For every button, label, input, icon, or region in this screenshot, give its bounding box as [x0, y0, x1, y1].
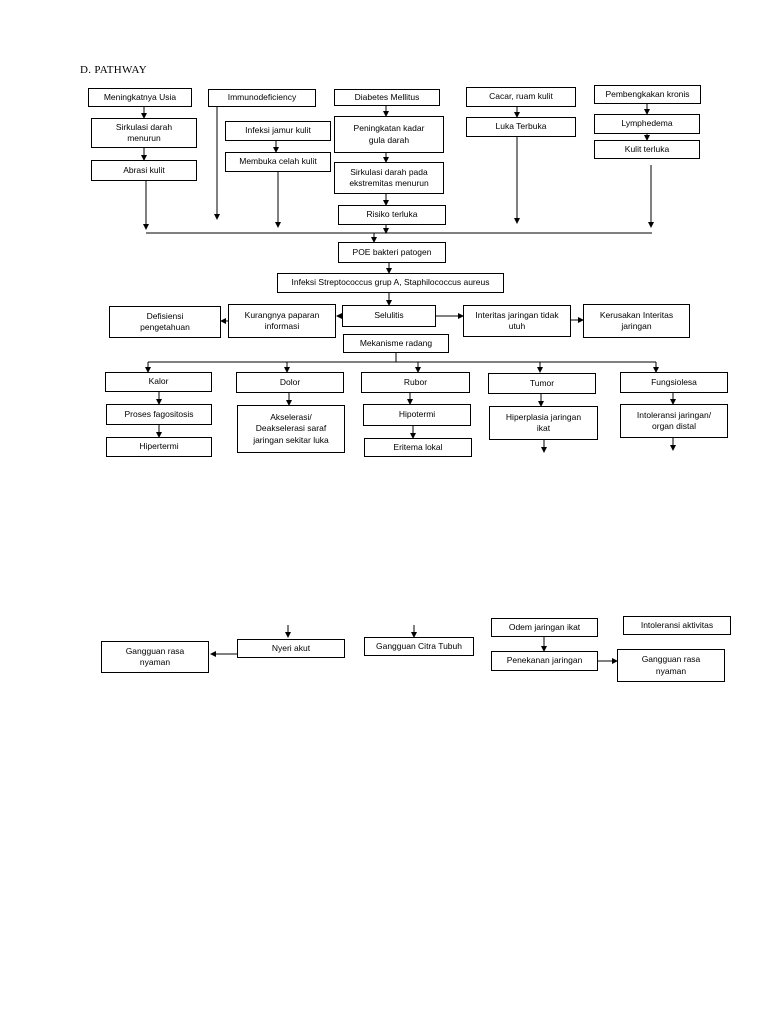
- node-interitas-jaringan-tidak-utuh: Interitas jaringan tidak utuh: [463, 305, 571, 337]
- page-heading: D. PATHWAY: [80, 64, 147, 76]
- node-defisiensi-pengetahuan: Defisiensi pengetahuan: [109, 306, 221, 338]
- node-kerusakan-interitas-jaringan: Kerusakan Interitas jaringan: [583, 304, 690, 338]
- node-peningkatan-gula-darah: Peningkatan kadar gula darah: [334, 116, 444, 153]
- node-dolor: Dolor: [236, 372, 344, 393]
- node-kalor: Kalor: [105, 372, 212, 392]
- node-intoleransi-jaringan-organ-distal: Intoleransi jaringan/ organ distal: [620, 404, 728, 438]
- node-immunodeficiency: Immunodeficiency: [208, 89, 316, 107]
- node-selulitis: Selulitis: [342, 305, 436, 327]
- node-sirkulasi-darah-menurun: Sirkulasi darah menurun: [91, 118, 197, 148]
- node-gangguan-rasa-nyaman-left: Gangguan rasa nyaman: [101, 641, 209, 673]
- node-odem-jaringan-ikat: Odem jaringan ikat: [491, 618, 598, 637]
- node-poe-bakteri-patogen: POE bakteri patogen: [338, 242, 446, 263]
- node-pembengkakan-kronis: Pembengkakan kronis: [594, 85, 701, 104]
- node-hiperplasia-jaringan-ikat: Hiperplasia jaringan ikat: [489, 406, 598, 440]
- node-infeksi-jamur-kulit: Infeksi jamur kulit: [225, 121, 331, 141]
- node-proses-fagositosis: Proses fagositosis: [106, 404, 212, 425]
- node-eritema-lokal: Eritema lokal: [364, 438, 472, 457]
- node-hipertermi: Hipertermi: [106, 437, 212, 457]
- node-cacar-ruam-kulit: Cacar, ruam kulit: [466, 87, 576, 107]
- node-fungsiolesa: Fungsiolesa: [620, 372, 728, 393]
- node-sirkulasi-ekstremitas: Sirkulasi darah pada ekstremitas menurun: [334, 162, 444, 194]
- node-gangguan-rasa-nyaman-right: Gangguan rasa nyaman: [617, 649, 725, 682]
- node-risiko-terluka: Risiko terluka: [338, 205, 446, 225]
- node-mekanisme-radang: Mekanisme radang: [343, 334, 449, 353]
- node-penekanan-jaringan: Penekanan jaringan: [491, 651, 598, 671]
- node-akselerasi-deakselerasi: Akselerasi/ Deakselerasi saraf jaringan …: [237, 405, 345, 453]
- node-membuka-celah-kulit: Membuka celah kulit: [225, 152, 331, 172]
- node-kulit-terluka: Kulit terluka: [594, 140, 700, 159]
- node-diabetes-mellitus: Diabetes Mellitus: [334, 89, 440, 106]
- node-infeksi-streptococcus: Infeksi Streptococcus grup A, Staphiloco…: [277, 273, 504, 293]
- node-tumor: Tumor: [488, 373, 596, 394]
- node-abrasi-kulit: Abrasi kulit: [91, 160, 197, 181]
- node-nyeri-akut: Nyeri akut: [237, 639, 345, 658]
- node-luka-terbuka: Luka Terbuka: [466, 117, 576, 137]
- node-rubor: Rubor: [361, 372, 470, 393]
- node-hipotermi: Hipotermi: [363, 404, 471, 426]
- node-lymphedema: Lymphedema: [594, 114, 700, 134]
- node-intoleransi-aktivitas: Intoleransi aktivitas: [623, 616, 731, 635]
- node-kurangnya-paparan-informasi: Kurangnya paparan informasi: [228, 304, 336, 338]
- node-gangguan-citra-tubuh: Gangguan Citra Tubuh: [364, 637, 474, 656]
- node-meningkatnya-usia: Meningkatnya Usia: [88, 88, 192, 107]
